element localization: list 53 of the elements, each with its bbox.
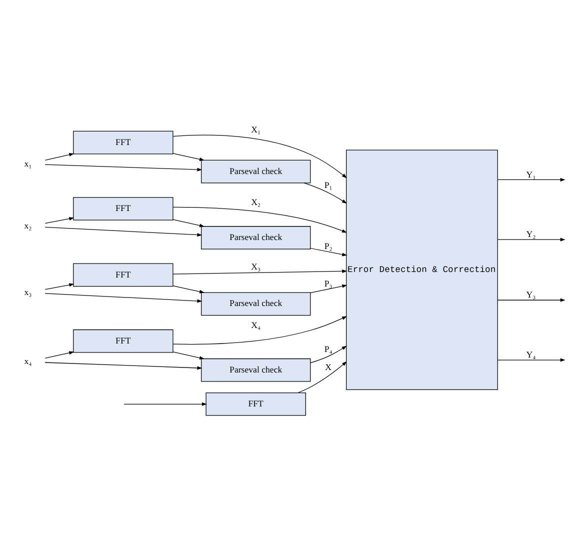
arrow bbox=[172, 134, 347, 178]
edge-label: Y₁ bbox=[526, 169, 536, 180]
arrow bbox=[44, 217, 74, 224]
arrow bbox=[172, 285, 205, 294]
arrow bbox=[497, 298, 566, 302]
edge-label: X₂ bbox=[251, 197, 261, 208]
arrow bbox=[497, 178, 566, 182]
arrow bbox=[172, 269, 348, 274]
arrow bbox=[44, 164, 202, 172]
arrow bbox=[310, 346, 347, 364]
arrow bbox=[497, 358, 566, 362]
arrow bbox=[172, 153, 205, 161]
edge-label: Y₃ bbox=[526, 290, 536, 300]
edge-label: X₄ bbox=[251, 320, 261, 330]
node-text: x₁ bbox=[24, 158, 32, 168]
arrow bbox=[44, 283, 74, 290]
node-box: Parseval check bbox=[201, 226, 311, 250]
edge-label: Y₄ bbox=[526, 350, 536, 360]
arrow bbox=[497, 238, 566, 242]
edge-label: X bbox=[325, 362, 332, 372]
arrow bbox=[310, 284, 348, 294]
node-box: FFT bbox=[73, 130, 174, 154]
node-box: FFT bbox=[73, 197, 174, 220]
node-box: FFT bbox=[73, 329, 174, 353]
arrow bbox=[310, 248, 348, 256]
node-text: x₂ bbox=[24, 220, 32, 231]
edge-label: P₁ bbox=[324, 180, 332, 190]
arrow bbox=[172, 352, 205, 360]
arrow bbox=[44, 351, 74, 359]
node-box: FFT bbox=[73, 263, 174, 287]
node-box: Error Detection & Correction bbox=[346, 150, 498, 390]
arrow bbox=[172, 219, 205, 228]
arrow bbox=[172, 316, 348, 345]
edge-label: X₁ bbox=[251, 124, 261, 135]
node-box: Parseval check bbox=[201, 292, 311, 316]
arrow bbox=[44, 152, 74, 160]
node-text: x₄ bbox=[24, 356, 32, 366]
node-box: Parseval check bbox=[201, 358, 311, 382]
edge-label: P₃ bbox=[324, 278, 332, 288]
arrow bbox=[124, 402, 207, 406]
edge-label: Y₂ bbox=[526, 229, 536, 240]
node-text: x₃ bbox=[24, 286, 32, 297]
edge-label: P₂ bbox=[324, 241, 332, 252]
edge-label: X₃ bbox=[251, 261, 261, 272]
arrow bbox=[44, 362, 202, 370]
arrow bbox=[304, 182, 347, 204]
edge-label: P₄ bbox=[324, 344, 332, 354]
node-box: Parseval check bbox=[201, 160, 311, 184]
arrow bbox=[172, 206, 348, 233]
node-box: FFT bbox=[206, 392, 306, 416]
arrow bbox=[44, 226, 202, 237]
arrow bbox=[298, 361, 347, 394]
arrow bbox=[44, 293, 202, 303]
